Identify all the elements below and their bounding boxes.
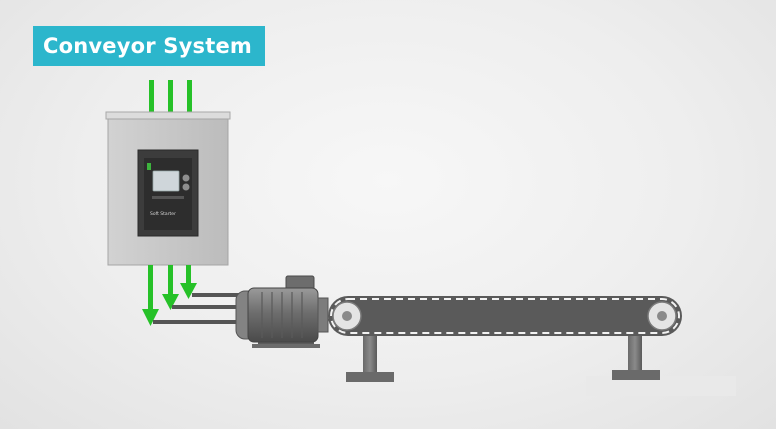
output-line-1-vertical (148, 265, 153, 309)
output-line-1-cable (153, 320, 240, 324)
pulley-hub-left (342, 311, 352, 321)
belt-body (328, 296, 682, 336)
conveyor-belt (328, 296, 682, 336)
starter-status-led (147, 163, 151, 170)
soft-starter: Soft Starter (137, 149, 199, 237)
belt-track (330, 298, 680, 334)
motor-icon (235, 275, 344, 348)
page-title: Conveyor System (33, 26, 265, 66)
supply-lines (149, 80, 192, 112)
pulley-hub-right (657, 311, 667, 321)
output-line-3-cable (192, 293, 240, 297)
stand-right-post (628, 334, 642, 376)
starter-keypad-down (182, 183, 190, 191)
stand-left-post (363, 334, 377, 376)
stand-right-foot (612, 370, 660, 380)
starter-brand-label: Soft Starter (150, 211, 176, 217)
arrow-down-icon (162, 294, 179, 310)
starter-display (152, 170, 180, 192)
stand-left-foot (346, 372, 394, 382)
output-line-2-vertical (168, 265, 173, 295)
output-lines (142, 265, 240, 326)
cabinet-lid (105, 111, 231, 120)
motor-base-plate (252, 344, 320, 348)
motor-body (247, 287, 319, 343)
arrow-down-icon (180, 283, 197, 299)
supply-line-2 (168, 80, 173, 112)
motor-flange (317, 297, 329, 333)
starter-keypad-up (182, 174, 190, 182)
starter-keypad-row (152, 196, 184, 199)
starter-face (144, 158, 192, 230)
output-line-3-vertical (186, 265, 191, 285)
supply-line-3 (187, 80, 192, 112)
conveyor-stands (346, 334, 660, 382)
supply-line-1 (149, 80, 154, 112)
motor-fins (261, 292, 303, 338)
output-line-2-cable (172, 305, 240, 309)
floor-strip (586, 376, 736, 396)
arrow-down-icon (142, 309, 159, 326)
